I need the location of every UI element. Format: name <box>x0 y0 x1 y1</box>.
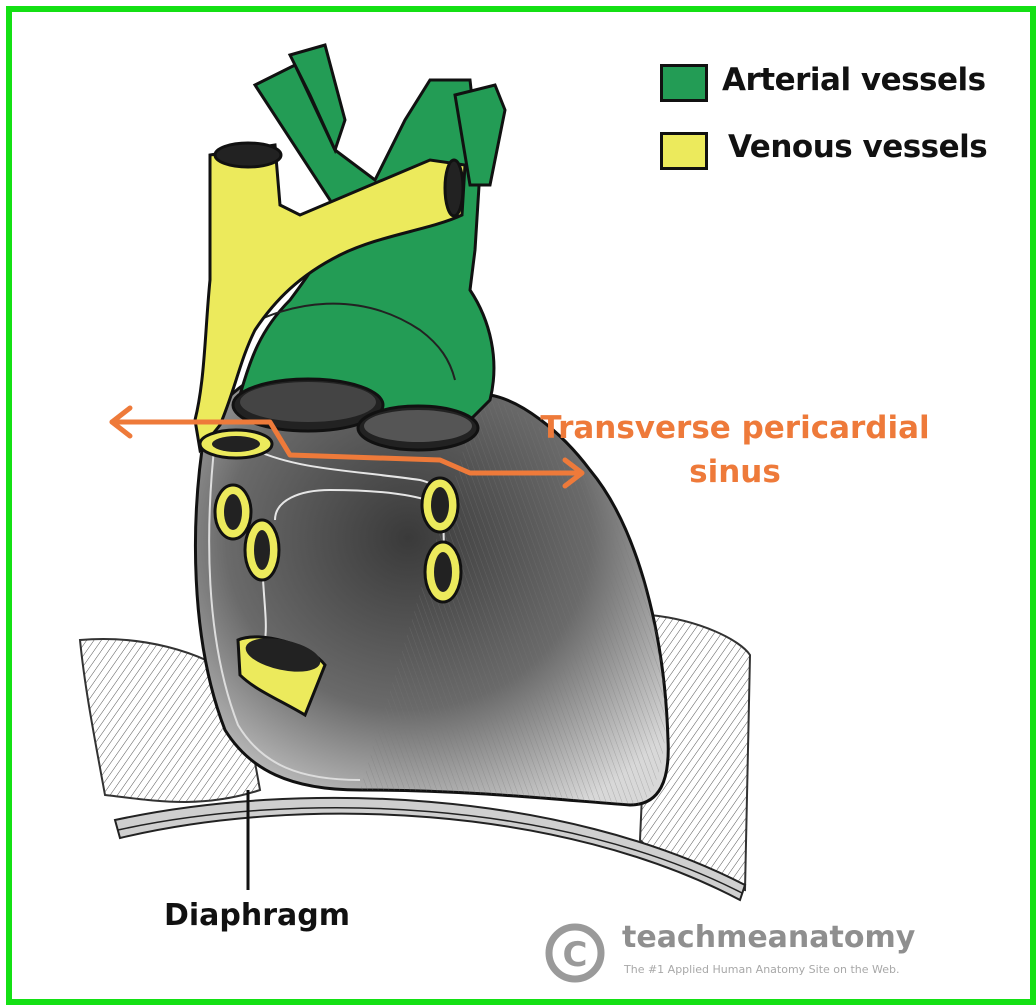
copyright-icon: C <box>549 927 601 979</box>
legend-swatch-arterial <box>660 64 708 102</box>
legend-swatch-venous <box>660 132 708 170</box>
legend-label-venous: Venous vessels <box>728 129 987 165</box>
svg-text:C: C <box>563 935 588 975</box>
transverse-sinus-label-line2: sinus <box>540 450 930 494</box>
transverse-sinus-label: Transverse pericardial sinus <box>540 406 930 494</box>
watermark-tagline: The #1 Applied Human Anatomy Site on the… <box>624 963 900 976</box>
watermark-name: teachmeanatomy <box>622 920 915 955</box>
diaphragm-label: Diaphragm <box>164 898 350 933</box>
legend-label-arterial: Arterial vessels <box>722 62 986 98</box>
transverse-sinus-label-line1: Transverse pericardial <box>540 406 930 450</box>
